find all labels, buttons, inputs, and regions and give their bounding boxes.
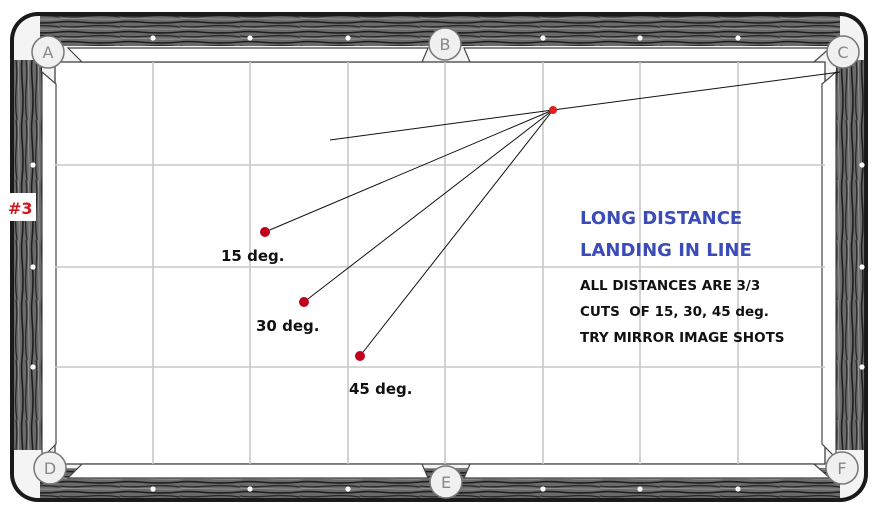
table-cloth [54,61,826,465]
shot-label-45: 45 deg. [349,380,412,398]
cue-ball-30-deg [299,297,309,307]
rail-diamond [150,35,156,41]
pocket-label-F: F [837,459,846,478]
cue-ball-15-deg [260,227,270,237]
pocket-C: C [826,35,860,69]
rail-diamond [247,35,253,41]
rail-diamond [859,264,865,270]
rail-diamonds [30,35,865,492]
path-15-deg [264,109,554,233]
rail-diamond [735,35,741,41]
rail-diamond [859,162,865,168]
rail-diamond [30,364,36,370]
reference-line [329,109,554,141]
rail-diamond [150,486,156,492]
path-45-deg [359,109,554,357]
rail-diamond [637,486,643,492]
note-line-2: CUTS OF 15, 30, 45 deg. [580,304,769,320]
rail-diamond [345,486,351,492]
note-line-1: ALL DISTANCES ARE 3/3 [580,278,760,294]
rail-diamond [735,486,741,492]
title-line-2: LANDING IN LINE [580,240,752,261]
pocket-E: E [429,465,463,499]
shot-label-30: 30 deg. [256,317,319,335]
rail-diamond [30,162,36,168]
pocket-D: D [33,451,67,485]
left-rail [14,60,42,450]
rail-diamond [345,35,351,41]
rail-diamond [859,364,865,370]
pockets: A B C D E F [31,27,860,499]
pocket-label-B: B [440,35,451,54]
note-line-3: TRY MIRROR IMAGE SHOTS [580,330,785,346]
rail-diamond [540,35,546,41]
pocket-A: A [31,35,65,69]
diagram-number-badge [4,193,36,221]
shot-label-15: 15 deg. [221,247,284,265]
object-ball [549,106,557,114]
pocket-label-E: E [441,473,451,492]
right-rail [836,60,864,450]
rail-diamond [540,486,546,492]
pocket-F: F [825,451,859,485]
cue-ball-45-deg [355,351,365,361]
pocket-label-A: A [43,43,54,62]
pocket-label-C: C [837,43,848,62]
rail-diamond [247,486,253,492]
path-30-deg [303,109,554,303]
pocket-label-D: D [44,459,56,478]
rail-diamond [30,264,36,270]
title-line-1: LONG DISTANCE [580,208,742,229]
shot-lines [264,71,841,357]
aim-line-to-pocket-C [552,71,841,111]
pocket-B: B [428,27,462,61]
cushions [41,47,837,479]
diamond-grid [55,62,825,464]
rail-diamond [637,35,643,41]
diagram-number: #3 [8,199,33,218]
